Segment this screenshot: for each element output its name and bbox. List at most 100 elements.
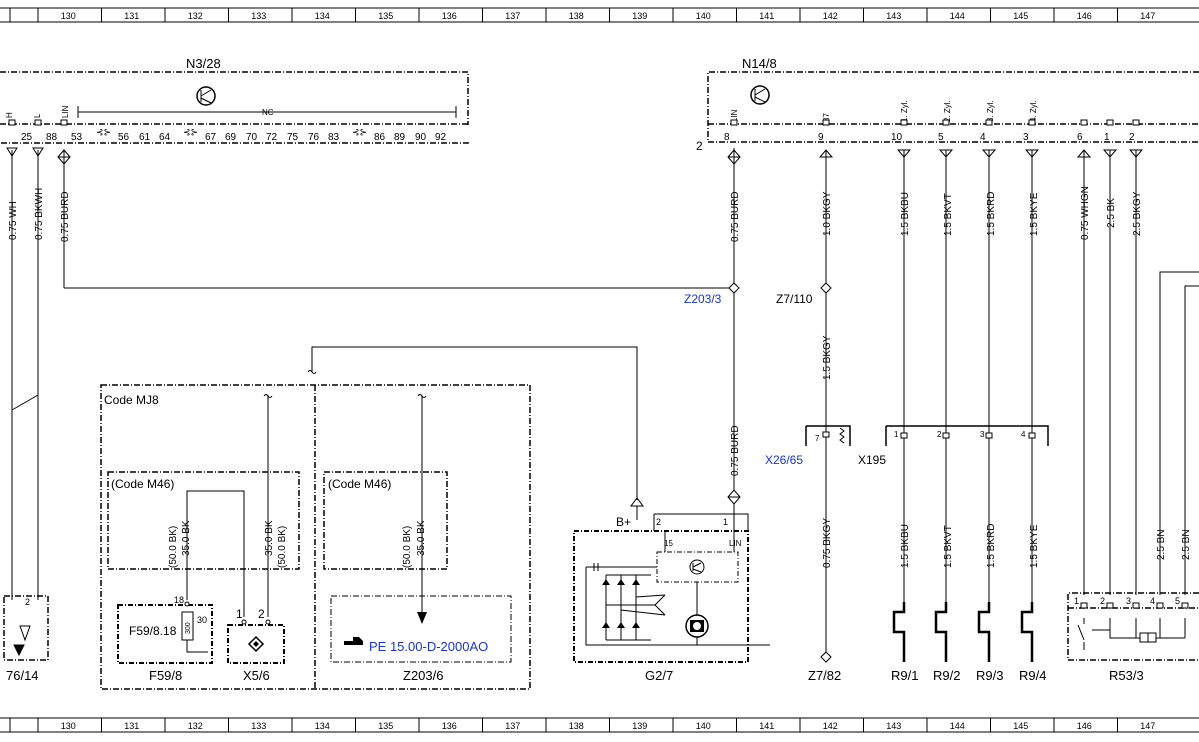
code-mj8-group: Code MJ8 (Code M46) (50.0 BK) 35.0 BK 35…	[100, 346, 638, 690]
n3-burd-wire: 0.75 BURD	[57, 149, 734, 289]
r9-1-label: R9/1	[891, 668, 918, 683]
grid-number: 140	[696, 721, 711, 731]
grid-number: 138	[569, 11, 584, 21]
n14-burd-wire: 0.75 BURD Z203/3 0.75 BURD	[684, 148, 741, 520]
f59-pin-30: 30	[197, 615, 207, 625]
grid-number: 143	[886, 11, 901, 21]
z7-82-label: Z7/82	[808, 668, 841, 683]
grid-number: 144	[950, 11, 965, 21]
grid-number: 135	[378, 721, 393, 731]
n3-28-pin: 88	[46, 132, 58, 143]
r53-3-pin: 4	[1150, 596, 1155, 606]
grid-number: 147	[1140, 11, 1155, 21]
n3-28-pin: 76	[308, 132, 320, 143]
left-conn-label: 76/14	[6, 668, 39, 683]
reference-hand-icon	[344, 637, 363, 645]
grid-number: 139	[632, 11, 647, 21]
grid-number: 131	[124, 721, 139, 731]
grid-number: 142	[823, 11, 838, 21]
n3-tag-lin: LIN	[61, 105, 70, 118]
n3-28-pin: 89	[394, 132, 406, 143]
code-m46-a: (Code M46)	[111, 477, 174, 491]
g2-pin-lin: LIN	[729, 539, 742, 548]
wire-n14-burd: 0.75 BURD	[730, 191, 741, 242]
wire-f59-bk-a: (50.0 BK)	[168, 526, 179, 568]
z203-6-label: Z203/6	[403, 668, 443, 683]
r9-4-label: R9/4	[1019, 668, 1046, 683]
n14-8-module: N14/8 2 LIN 87 1. Zyl. 2. Zyl. 3. Zyl. 4…	[696, 56, 1199, 153]
grid-number: 146	[1077, 721, 1092, 731]
grid-number: 145	[1013, 11, 1028, 21]
n14-tag-z4: 4. Zyl.	[1029, 100, 1038, 122]
f59-8-18-label: F59/8.18	[129, 624, 177, 638]
code-mj8-label: Code MJ8	[104, 393, 159, 407]
svg-text:⊰⊱: ⊰⊱	[96, 127, 111, 137]
pe-reference-link[interactable]: PE 15.00-D-2000AO	[369, 639, 488, 654]
wire-x56-bk-a: 35.0 BK	[264, 520, 275, 556]
n3-28-pin: 56	[118, 132, 130, 143]
grid-number: 130	[61, 11, 76, 21]
n14-8-pin: 1	[1104, 132, 1110, 143]
n3-tag-l: L	[33, 113, 42, 118]
n14-8-pin: 10	[891, 132, 903, 143]
z203-3-label: Z203/3	[684, 292, 722, 306]
wire-bkgy-10: 1.0 BKGY	[822, 191, 833, 236]
n3-28-pin: 64	[159, 132, 171, 143]
n14-tag-z1: 1. Zyl.	[900, 100, 909, 122]
wire-bkgy-15: 1.5 BKGY	[822, 335, 833, 380]
n3-28-label: N3/28	[186, 56, 221, 71]
wire-bk25: 2.5 BK	[1106, 198, 1117, 228]
grid-number: 134	[315, 11, 330, 21]
n14-8-label: N14/8	[742, 56, 777, 71]
x26-65-connector: 7 X26/65	[765, 425, 851, 467]
n3-28-pin: 67	[205, 132, 217, 143]
n14-8-pin: 8	[724, 132, 730, 143]
grid-number: 137	[505, 721, 520, 731]
r53-3-pin: 5	[1175, 596, 1180, 606]
svg-text:⊰⊱: ⊰⊱	[183, 127, 198, 137]
n14-tag-z2: 2. Zyl.	[943, 100, 952, 122]
n3-28-pin: 69	[225, 132, 237, 143]
n14-tag-lin: LIN	[730, 109, 739, 122]
r53-3-label: R53/3	[1109, 668, 1144, 683]
grid-number: 130	[61, 721, 76, 731]
grid-number: 146	[1077, 11, 1092, 21]
x195-pin-4: 4	[1021, 430, 1026, 439]
x195-pin-1: 1	[894, 430, 899, 439]
wire-bn25a: 2.5 BN	[1156, 529, 1167, 560]
wire-bkvt: 1.5 BKVT	[943, 193, 954, 236]
grid-number: 142	[823, 721, 838, 731]
grid-number: 134	[315, 721, 330, 731]
grid-number: 141	[759, 721, 774, 731]
n14-8-pin: 2	[1129, 132, 1135, 143]
n14-8-pin: 9	[818, 132, 824, 143]
g2-pin-1: 1	[723, 517, 728, 527]
wire-bkye: 1.5 BKYE	[1029, 192, 1040, 236]
wire-bkbu-lower: 1.5 BKBU	[900, 524, 911, 568]
wire-x56-bk-b: (50.0 BK)	[277, 526, 288, 568]
x5-6-pin-2: 2	[258, 607, 265, 621]
n3-28-pin: 70	[246, 132, 258, 143]
wire-bn25b: 2.5 BN	[1181, 529, 1192, 560]
fuse-rating: 300	[185, 622, 192, 634]
r53-3-pin: 2	[1100, 596, 1105, 606]
grid-number: 144	[950, 721, 965, 731]
grid-number: 132	[188, 721, 203, 731]
left-conn-pin: 2	[25, 597, 30, 607]
wire-whgn: 0.75 WHGN	[1080, 186, 1091, 240]
x195-pin-2: 2	[937, 430, 942, 439]
n3-28-pin: 53	[71, 132, 83, 143]
left-edge-wiring: 0.75 WH 0.75 BKWH 2 76/14	[3, 147, 49, 683]
x195-label: X195	[858, 453, 886, 467]
wire-z2036-bk-a: (50.0 BK)	[402, 526, 413, 568]
grid-number: 135	[378, 11, 393, 21]
wire-bkrd-lower: 1.5 BKRD	[986, 524, 997, 568]
grid-number: 139	[632, 721, 647, 731]
wire-n3-burd: 0.75 BURD	[60, 191, 71, 242]
grid-number: 147	[1140, 721, 1155, 731]
